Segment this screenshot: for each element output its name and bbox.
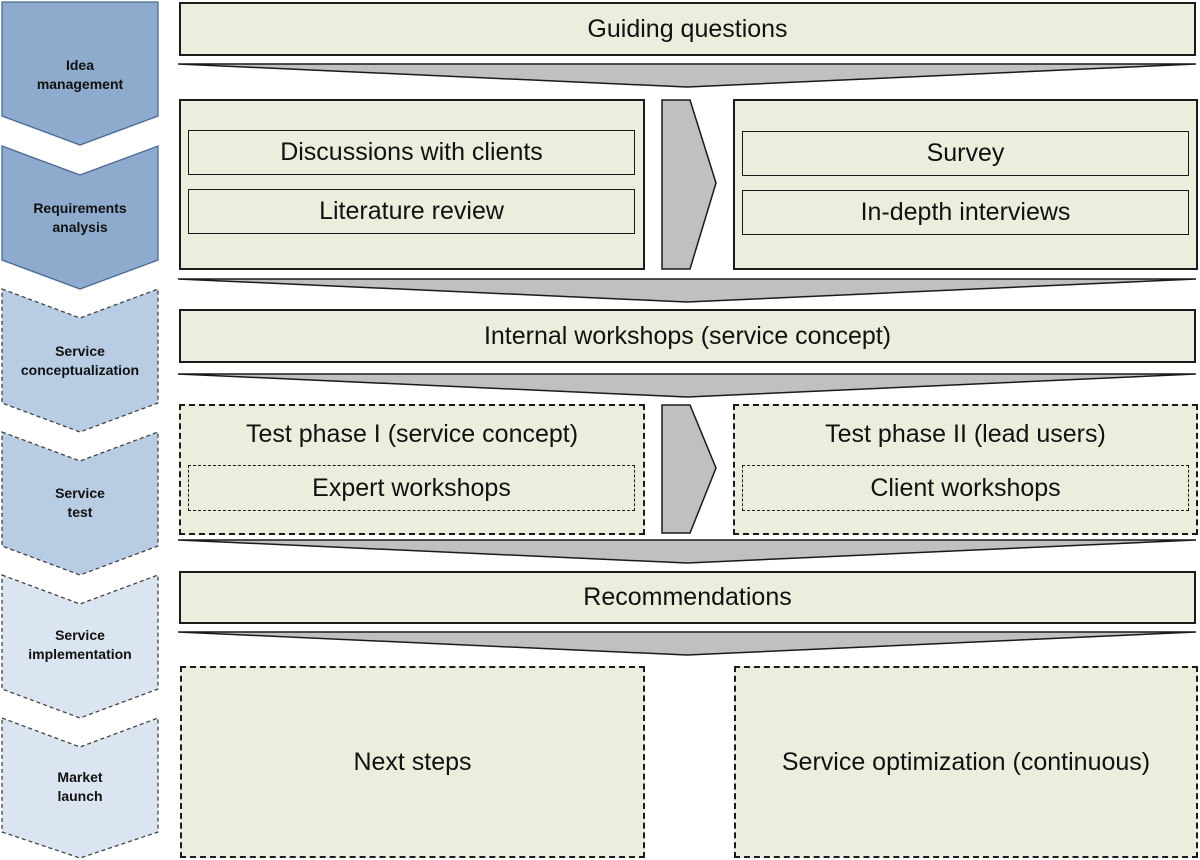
discussions-box: Discussions with clients bbox=[188, 130, 635, 175]
stage-chevron-service-implementation bbox=[1, 574, 159, 719]
stage-chevron-service-conceptualization bbox=[1, 288, 159, 433]
requirements-right-box bbox=[733, 99, 1198, 270]
flow-arrow-5 bbox=[177, 631, 1197, 656]
right-chevron-2 bbox=[661, 404, 717, 534]
interviews-text: In-depth interviews bbox=[860, 198, 1071, 226]
discussions-text: Discussions with clients bbox=[280, 138, 543, 166]
stage-label-service-implementation: Service implementation bbox=[28, 627, 132, 662]
client-workshops-box: Client workshops bbox=[742, 465, 1189, 511]
stage-label-service-conceptualization: Service conceptualization bbox=[20, 343, 140, 378]
right-chevron-1 bbox=[661, 99, 717, 270]
next-steps-box: Next steps bbox=[180, 666, 645, 858]
flow-arrow-4 bbox=[177, 539, 1197, 564]
flow-arrow-2 bbox=[177, 278, 1197, 303]
stage-chevron-requirements-analysis bbox=[1, 145, 159, 290]
service-optimization-text: Service optimization (continuous) bbox=[781, 747, 1151, 776]
stage-label-idea-management: Idea management bbox=[36, 57, 124, 92]
requirements-left-box bbox=[179, 99, 645, 270]
flow-arrow-1 bbox=[177, 63, 1197, 88]
expert-workshops-box: Expert workshops bbox=[188, 465, 635, 511]
service-optimization-box: Service optimization (continuous) bbox=[734, 666, 1198, 858]
guiding-questions-text: Guiding questions bbox=[587, 14, 788, 43]
internal-workshops-text: Internal workshops (service concept) bbox=[483, 321, 892, 350]
internal-workshops-box: Internal workshops (service concept) bbox=[179, 309, 1196, 363]
flow-arrow-3 bbox=[177, 373, 1197, 398]
test-phase-2-text: Test phase II (lead users) bbox=[825, 420, 1106, 448]
survey-box: Survey bbox=[742, 131, 1189, 176]
recommendations-box: Recommendations bbox=[179, 571, 1196, 624]
client-workshops-text: Client workshops bbox=[870, 473, 1061, 502]
stage-chevron-market-launch bbox=[1, 717, 159, 859]
next-steps-text: Next steps bbox=[353, 747, 472, 776]
stage-label-market-launch: Market launch bbox=[57, 769, 103, 804]
stage-chevron-idea-management bbox=[1, 1, 159, 146]
literature-box: Literature review bbox=[188, 189, 635, 234]
guiding-questions-box: Guiding questions bbox=[179, 2, 1196, 56]
interviews-box: In-depth interviews bbox=[742, 190, 1189, 235]
stage-chevron-service-test bbox=[1, 431, 159, 576]
stage-label-service-test: Service test bbox=[55, 485, 105, 520]
test-phase-1-text: Test phase I (service concept) bbox=[245, 420, 579, 448]
literature-text: Literature review bbox=[319, 197, 504, 225]
stage-label-requirements-analysis: Requirements analysis bbox=[33, 200, 127, 235]
recommendations-text: Recommendations bbox=[583, 583, 792, 611]
expert-workshops-text: Expert workshops bbox=[312, 473, 511, 502]
survey-text: Survey bbox=[926, 139, 1005, 167]
